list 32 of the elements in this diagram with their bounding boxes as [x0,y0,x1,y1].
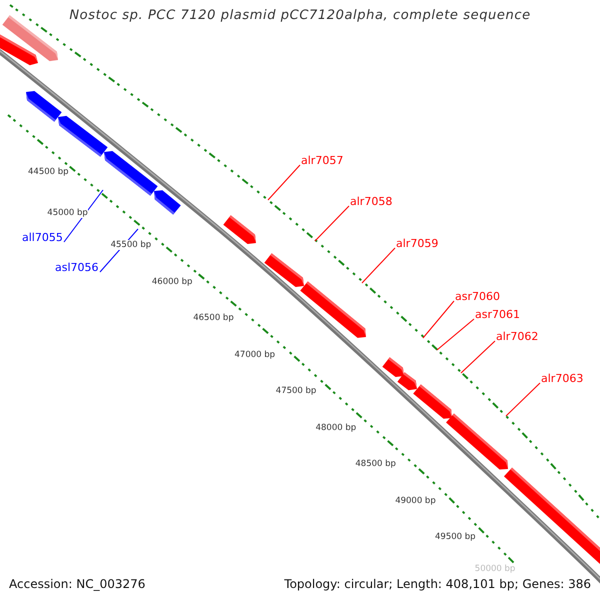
scale-label: 44500 bp [28,167,69,177]
scale-label: 49000 bp [395,496,436,506]
gene-label: alr7059 [396,237,438,250]
scale-label: 48500 bp [355,459,396,469]
scale-label: 47500 bp [276,386,316,396]
footer-text: Accession: NC_003276 [9,577,146,591]
leader-line [362,248,396,284]
gene-label: asr7060 [455,290,500,303]
scale-label: 46000 bp [152,276,192,286]
gene-label: all7055 [22,231,63,244]
leader-line [422,300,454,338]
scale-label: 47000 bp [234,350,276,360]
leader-line [506,382,540,416]
gene-label: alr7058 [350,195,392,208]
scale-label: 49500 bp [435,532,476,542]
gene-label: alr7063 [541,372,584,385]
gene-label: asr7061 [475,308,520,321]
gene-label: alr7057 [301,154,344,167]
leader-line [460,340,496,374]
gene-label: alr7062 [496,330,538,343]
scale-label: 45000 bp [47,208,88,218]
footer-text: Topology: circular; Length: 408,101 bp; Genes: 386 [284,577,591,591]
scale-label: 45500 bp [110,240,152,250]
scale-label: 48000 bp [316,422,356,432]
gene-label: asl7056 [55,261,99,274]
scale-label: 46500 bp [193,313,234,323]
title: Nostoc sp. PCC 7120 plasmid pCC7120alpha, complete sequence [68,8,532,23]
scale-label: 50000 bp [474,564,516,574]
leader-line [436,318,474,350]
leader-line [314,206,350,242]
leader-line [268,164,300,200]
leader-line [64,190,104,242]
